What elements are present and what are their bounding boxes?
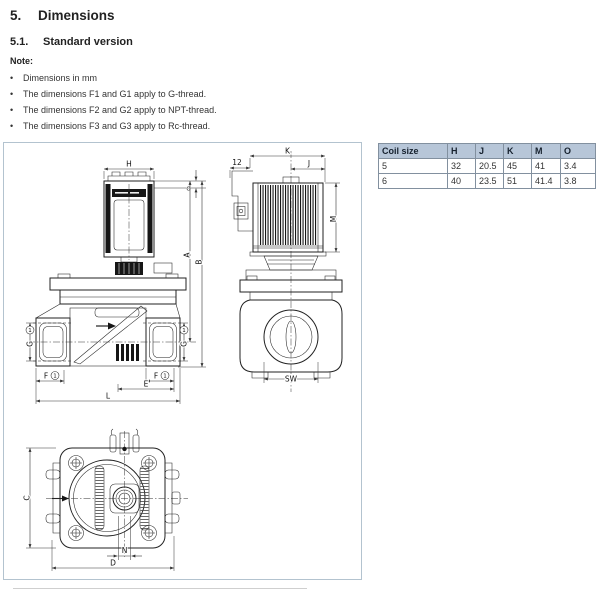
thread-marker: 1 [182,328,186,334]
table-row: 5 32 20.5 45 41 3.4 [378,158,596,174]
dim-label-j: J [307,159,310,168]
mounting-screws [68,455,157,541]
dim-label-l: L [106,392,111,401]
note-label: Note: [10,56,33,66]
list-item: • Dimensions in mm [10,70,370,86]
dim-label-n: N [122,546,128,555]
dim-label-a: A [183,252,192,258]
cell: 3.8 [560,173,596,189]
col-header-coil-size: Coil size [378,143,448,159]
cell: 40 [447,173,476,189]
dim-g-left: 1 G [25,322,36,362]
page-divider [13,588,307,589]
dim-label-f: F [44,372,48,381]
note-text: The dimensions F2 and G2 apply to NPT-th… [23,105,217,115]
dim-sw: SW [263,362,319,385]
dim-label-sw: SW [285,375,298,384]
bottom-view: C N D [22,428,188,571]
thread-marker: 1 [163,374,167,380]
section-title: Dimensions [38,8,115,23]
cell: 20.5 [475,158,504,174]
bullet-icon: • [10,89,14,99]
dim-label-h: H [126,160,132,169]
side-view: K 12 J M SW [229,146,343,392]
cell: 45 [503,158,532,174]
list-item: • The dimensions F3 and G3 apply to Rc-t… [10,118,370,134]
dim-f-left: F 1 [35,368,65,384]
dim-c: C [22,447,56,549]
dim-label-12: 12 [232,158,242,167]
note-text: The dimensions F3 and G3 apply to Rc-thr… [23,121,211,131]
dim-o: O [186,170,198,198]
dim-k: K [249,146,326,182]
dim-e: E [117,379,174,392]
note-text: The dimensions F1 and G1 apply to G-thre… [23,89,207,99]
list-item: • The dimensions F2 and G2 apply to NPT-… [10,102,370,118]
dim-label-d: D [110,559,116,568]
dim-label-c: C [23,495,32,500]
bullet-icon: • [10,105,14,115]
bullet-icon: • [10,73,14,83]
col-header-h: H [447,143,476,159]
table-row: 6 40 23.5 51 41.4 3.8 [378,173,596,189]
dim-label-g: G [180,341,189,347]
cable-connector [231,170,253,232]
coil-size-table: Coil size H J K M O 5 32 20.5 45 41 3.4 … [378,143,596,189]
cell: 5 [378,158,448,174]
dim-f-right: F 1 [145,368,175,392]
cell: 51 [503,173,532,189]
col-header-o: O [560,143,596,159]
col-header-k: K [503,143,532,159]
dim-label-f: F [154,372,158,381]
subsection-number: 5.1. [10,36,29,48]
valve-dimension-drawing: H O A B 1 G 1 G [22,146,343,571]
section-heading: 5. Dimensions [10,8,115,23]
dim-n: N [107,516,142,560]
dim-g-right: 1 G [179,322,190,362]
cell: 3.4 [560,158,596,174]
connector-pins [109,428,140,455]
table-header-row: Coil size H J K M O [378,143,596,159]
thread-marker: 1 [53,374,57,380]
col-header-j: J [475,143,504,159]
dim-label-m: M [329,216,338,222]
cell: 41.4 [531,173,561,189]
bullet-icon: • [10,121,14,131]
dim-j: J [291,158,325,171]
flow-arrow-icon [96,322,116,330]
dim-d: D [51,536,175,571]
note-text: Dimensions in mm [23,73,98,83]
dim-label-k: K [285,147,291,156]
cell: 6 [378,173,448,189]
dim-label-e: E [144,380,149,389]
drawing-panel: H O A B 1 G 1 G [3,142,362,580]
dim-label-o: O [186,187,191,193]
cell: 23.5 [475,173,504,189]
cell: 41 [531,158,561,174]
front-view: H O A B 1 G 1 G [25,159,206,404]
subsection-title: Standard version [43,36,133,48]
thread-marker: 1 [28,328,32,334]
flow-arrow-icon [52,495,69,502]
dim-l: L [35,368,181,404]
dim-m: M [325,182,340,253]
dim-a: A [182,181,193,342]
dim-label-g: G [26,341,35,347]
col-header-m: M [531,143,561,159]
dim-b: B [178,181,206,368]
section-number: 5. [10,8,22,23]
subsection-heading: 5.1. Standard version [10,36,133,48]
cell: 32 [447,158,476,174]
list-item: • The dimensions F1 and G1 apply to G-th… [10,86,370,102]
dim-label-b: B [195,259,204,264]
dim-h: H [103,159,155,179]
note-list: • Dimensions in mm • The dimensions F1 a… [10,70,370,134]
dim-12: 12 [229,157,250,178]
